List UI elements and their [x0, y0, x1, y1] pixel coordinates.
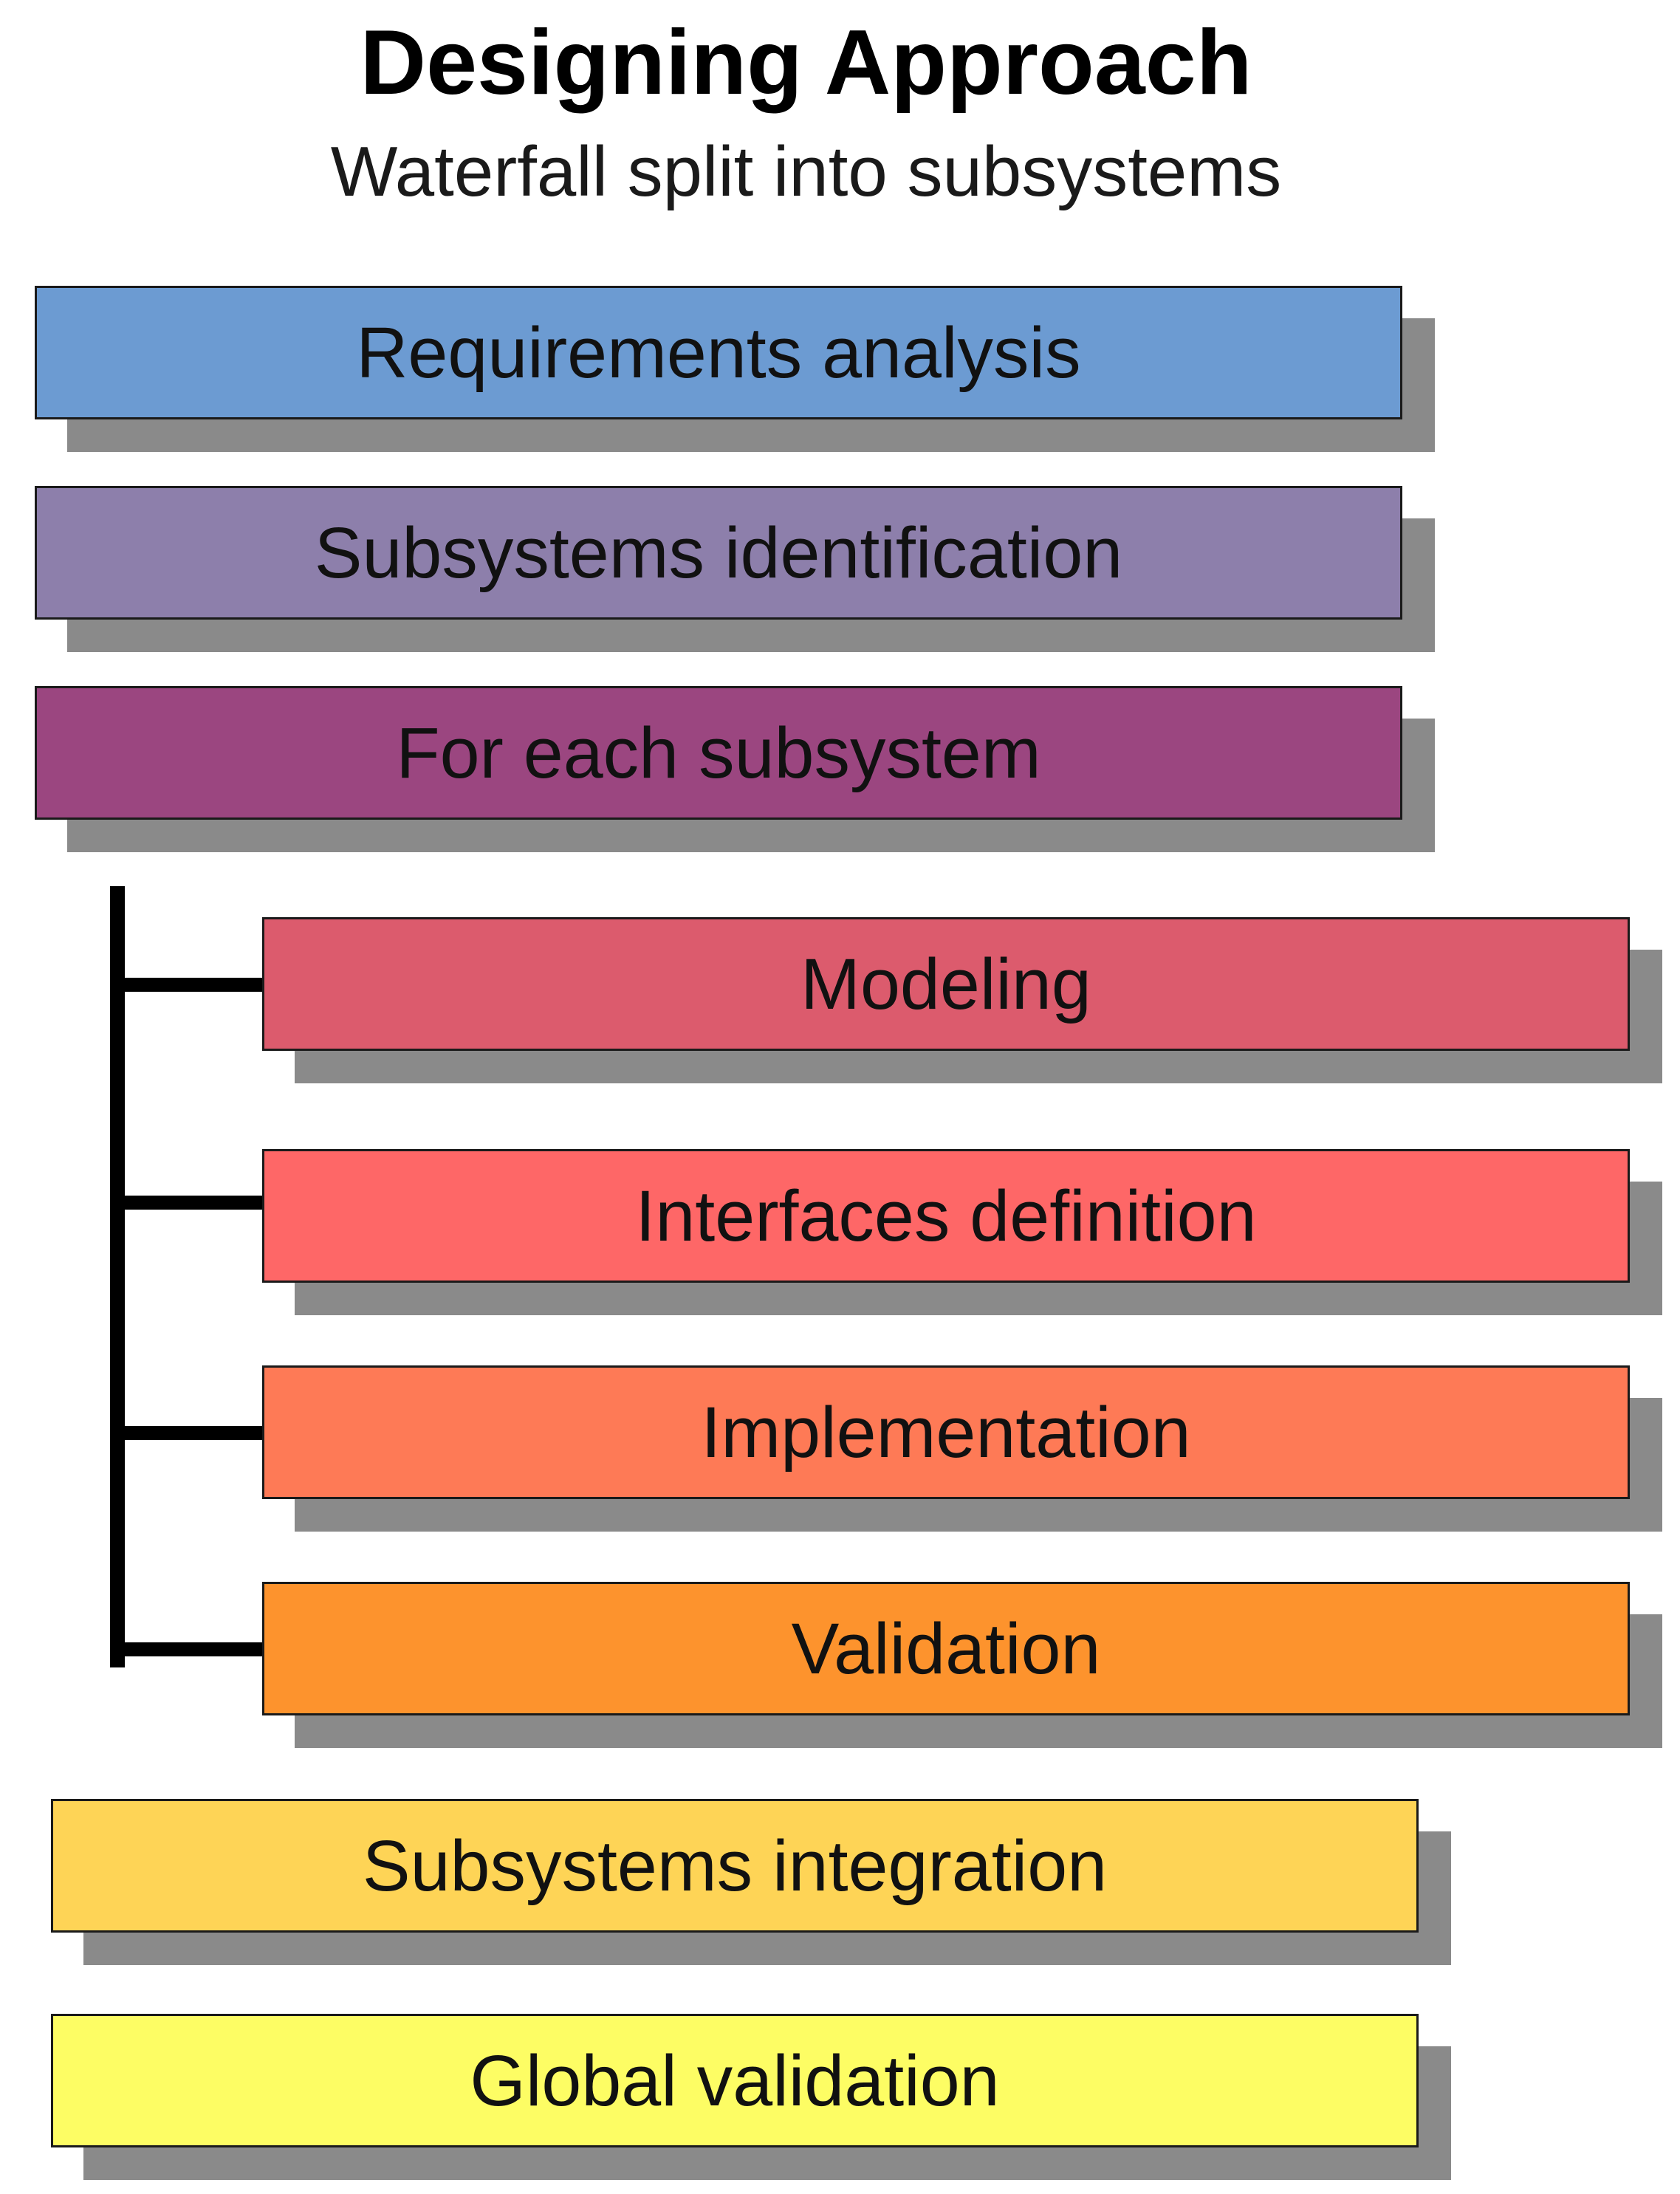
- step-global-validation: Global validation: [51, 2014, 1419, 2147]
- step-label: Subsystems integration: [362, 1826, 1108, 1906]
- step-label: For each subsystem: [396, 713, 1041, 793]
- step-label: Subsystems identification: [314, 512, 1123, 593]
- step-label: Global validation: [470, 2040, 1000, 2121]
- step-modeling: Modeling: [262, 917, 1630, 1051]
- subsystem-bracket-branch-validation: [117, 1642, 264, 1656]
- step-for-each-subsystem: For each subsystem: [35, 686, 1402, 820]
- subsystem-bracket-branch-interfaces: [117, 1196, 264, 1210]
- step-interfaces-definition: Interfaces definition: [262, 1149, 1630, 1283]
- step-requirements-analysis: Requirements analysis: [35, 286, 1402, 419]
- step-implementation: Implementation: [262, 1365, 1630, 1499]
- step-label: Validation: [791, 1608, 1101, 1689]
- diagram-title: Designing Approach: [360, 12, 1252, 114]
- step-subsystems-integration: Subsystems integration: [51, 1799, 1419, 1933]
- step-label: Requirements analysis: [356, 312, 1081, 393]
- step-subsystems-identification: Subsystems identification: [35, 486, 1402, 620]
- step-label: Interfaces definition: [635, 1176, 1257, 1256]
- subsystem-bracket-branch-implementation: [117, 1426, 264, 1440]
- diagram-subtitle: Waterfall split into subsystems: [330, 132, 1282, 211]
- step-label: Implementation: [701, 1392, 1191, 1473]
- subsystem-bracket-vertical: [110, 886, 125, 1667]
- subsystem-bracket-branch-modeling: [117, 978, 264, 992]
- step-validation: Validation: [262, 1582, 1630, 1715]
- step-label: Modeling: [800, 944, 1091, 1024]
